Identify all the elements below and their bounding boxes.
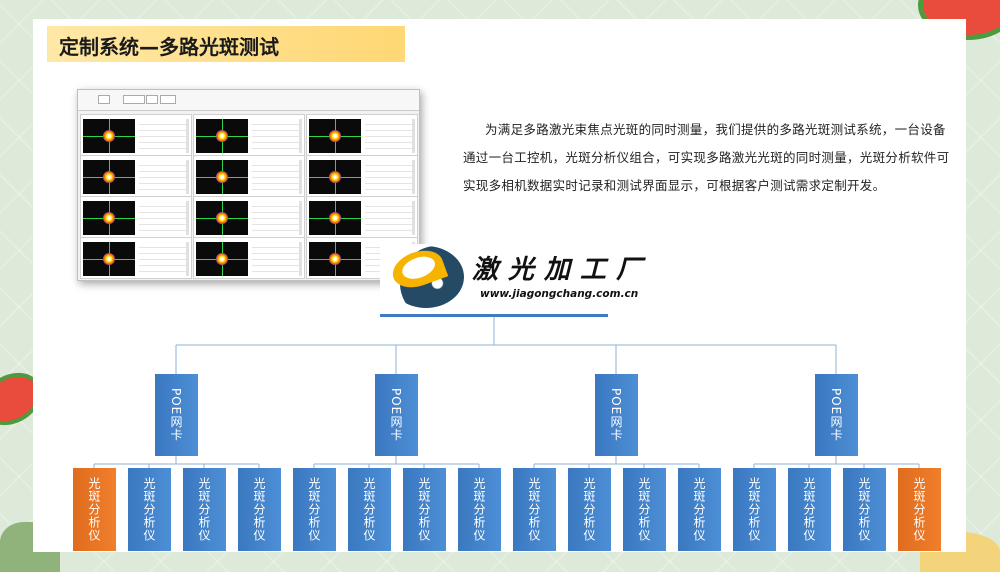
- software-screenshot: [77, 89, 420, 281]
- toolbar-button: [160, 95, 176, 104]
- watermark-name: 激光加工厂: [472, 255, 653, 285]
- beam-analyzer-label: 光斑分析仪: [417, 477, 431, 542]
- beam-analyzer-node: 光斑分析仪: [293, 468, 336, 551]
- page-title: 定制系统—多路光斑测试: [59, 35, 279, 59]
- beam-analyzer-node: 光斑分析仪: [403, 468, 446, 551]
- camera-view-cell: [193, 114, 305, 156]
- screenshot-toolbar: [78, 90, 419, 111]
- beam-analyzer-node: 光斑分析仪: [843, 468, 886, 551]
- camera-view-cell: [306, 155, 418, 197]
- beam-analyzer-node: 光斑分析仪: [788, 468, 831, 551]
- poe-card-label: POE网卡: [609, 388, 623, 442]
- camera-view-cell: [306, 196, 418, 238]
- camera-view-cell: [80, 196, 192, 238]
- beam-analyzer-label: 光斑分析仪: [87, 477, 101, 542]
- beam-analyzer-label: 光斑分析仪: [912, 477, 926, 542]
- toolbar-button: [98, 95, 110, 104]
- beam-analyzer-label: 光斑分析仪: [472, 477, 486, 542]
- beam-analyzer-label: 光斑分析仪: [362, 477, 376, 542]
- controller-node: [380, 312, 608, 317]
- laser-logo-icon: [387, 244, 464, 308]
- beam-analyzer-label: 光斑分析仪: [747, 477, 761, 542]
- camera-view-cell: [193, 196, 305, 238]
- beam-analyzer-label: 光斑分析仪: [637, 477, 651, 542]
- camera-view-cell: [306, 114, 418, 156]
- toolbar-button: [146, 95, 158, 104]
- beam-analyzer-label: 光斑分析仪: [692, 477, 706, 542]
- beam-analyzer-label: 光斑分析仪: [252, 477, 266, 542]
- camera-view-cell: [80, 155, 192, 197]
- watermark-url: www.jiagongchang.com.cn: [480, 288, 639, 300]
- camera-view-cell: [193, 237, 305, 279]
- poe-card-node: POE网卡: [155, 374, 198, 456]
- beam-analyzer-node: 光斑分析仪: [238, 468, 281, 551]
- camera-view-cell: [80, 237, 192, 279]
- toolbar-button: [123, 95, 145, 104]
- beam-analyzer-node: 光斑分析仪: [568, 468, 611, 551]
- poe-card-label: POE网卡: [389, 388, 403, 442]
- poe-card-label: POE网卡: [169, 388, 183, 442]
- beam-analyzer-label: 光斑分析仪: [857, 477, 871, 542]
- camera-view-cell: [193, 155, 305, 197]
- beam-analyzer-label: 光斑分析仪: [527, 477, 541, 542]
- beam-analyzer-node: 光斑分析仪: [348, 468, 391, 551]
- beam-analyzer-label: 光斑分析仪: [582, 477, 596, 542]
- beam-analyzer-node: 光斑分析仪: [678, 468, 721, 551]
- beam-analyzer-node: 光斑分析仪: [513, 468, 556, 551]
- beam-analyzer-node: 光斑分析仪: [458, 468, 501, 551]
- beam-analyzer-node: 光斑分析仪: [898, 468, 941, 551]
- camera-view-cell: [80, 114, 192, 156]
- poe-card-node: POE网卡: [375, 374, 418, 456]
- beam-analyzer-node: 光斑分析仪: [183, 468, 226, 551]
- description-text: 为满足多路激光束焦点光斑的同时测量，我们提供的多路光斑测试系统，一台设备通过一台…: [463, 122, 950, 193]
- beam-analyzer-label: 光斑分析仪: [307, 477, 321, 542]
- watermark-logo: 激光加工厂 www.jiagongchang.com.cn: [380, 244, 642, 314]
- beam-analyzer-node: 光斑分析仪: [623, 468, 666, 551]
- poe-card-node: POE网卡: [595, 374, 638, 456]
- beam-analyzer-node: 光斑分析仪: [128, 468, 171, 551]
- beam-analyzer-label: 光斑分析仪: [142, 477, 156, 542]
- poe-card-node: POE网卡: [815, 374, 858, 456]
- title-banner: 定制系统—多路光斑测试: [47, 26, 405, 62]
- beam-analyzer-node: 光斑分析仪: [733, 468, 776, 551]
- beam-analyzer-node: 光斑分析仪: [73, 468, 116, 551]
- poe-card-label: POE网卡: [829, 388, 843, 442]
- beam-analyzer-label: 光斑分析仪: [802, 477, 816, 542]
- beam-analyzer-label: 光斑分析仪: [197, 477, 211, 542]
